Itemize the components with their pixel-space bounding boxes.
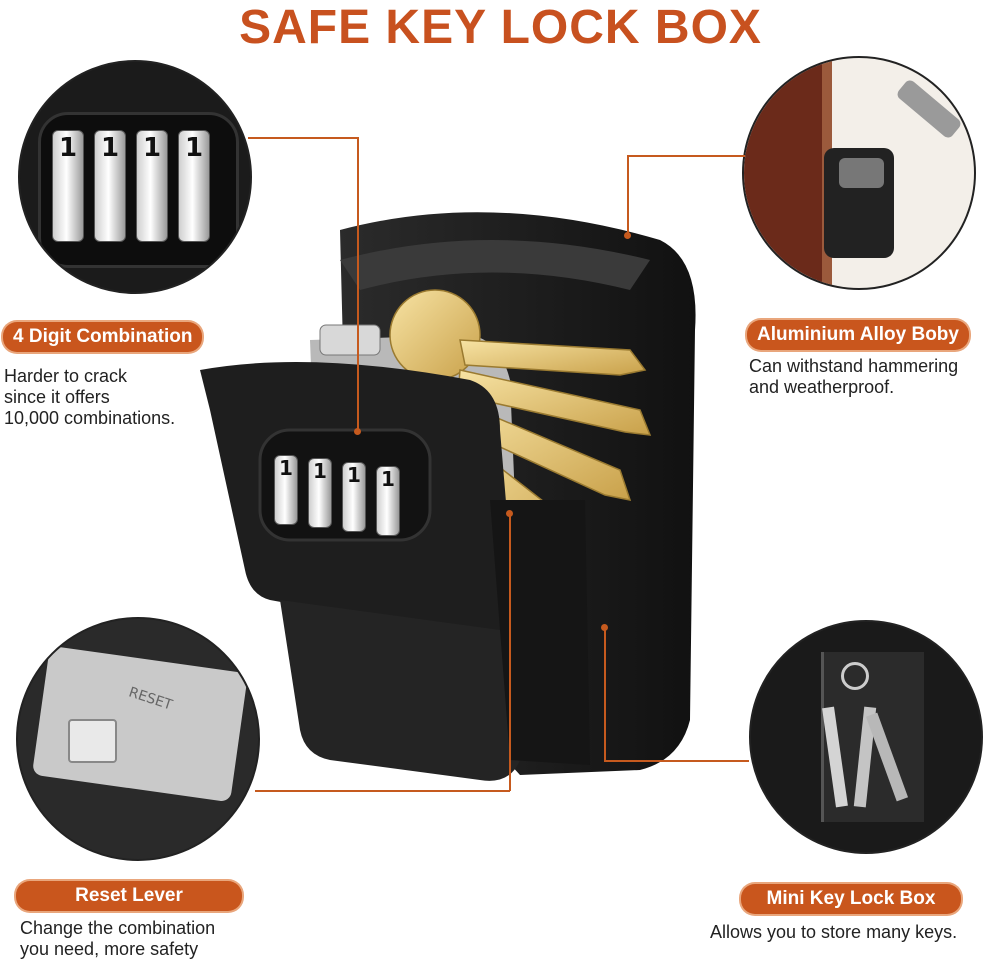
reset-desc: Change the combination you need, more sa… (20, 918, 216, 959)
body-desc: Can withstand hammering and weatherproof… (749, 356, 959, 397)
connector-body-dot (624, 232, 631, 239)
connector-mini-h (604, 760, 749, 762)
keys-inside-circle (749, 620, 983, 854)
connector-body-v (627, 155, 629, 235)
mini-badge: Mini Key Lock Box (741, 884, 961, 914)
box-dial-1[interactable]: 1 (274, 455, 298, 525)
connector-combination-dot (354, 428, 361, 435)
closeup-dial-3: 1 (136, 130, 168, 242)
connector-reset-h (255, 790, 510, 792)
body-badge: Aluminium Alloy Boby (747, 320, 969, 350)
connector-combination-h (248, 137, 358, 139)
connector-reset-v (509, 513, 511, 791)
connector-body-h (627, 155, 745, 157)
combination-badge: 4 Digit Combination (3, 322, 203, 352)
wall-mounted-circle (742, 56, 976, 290)
closeup-dial-4: 1 (178, 130, 210, 242)
reset-lever-circle: RESET (16, 617, 260, 861)
connector-mini-dot (601, 624, 608, 631)
combination-desc: Harder to crack since it offers 10,000 c… (4, 366, 176, 428)
box-bottom (280, 600, 520, 781)
reset-badge: Reset Lever (16, 881, 242, 911)
connector-combination-v (357, 137, 359, 430)
closeup-dial-1: 1 (52, 130, 84, 242)
box-dial-3[interactable]: 1 (342, 462, 366, 532)
combination-closeup-circle: 1 1 1 1 (18, 60, 252, 294)
connector-reset-dot (506, 510, 513, 517)
box-dial-4[interactable]: 1 (376, 466, 400, 536)
closeup-dial-2: 1 (94, 130, 126, 242)
mini-desc: Allows you to store many keys. (710, 922, 958, 942)
page-title: SAFE KEY LOCK BOX (239, 1, 762, 54)
box-dial-2[interactable]: 1 (308, 458, 332, 528)
connector-mini-v (604, 627, 606, 761)
